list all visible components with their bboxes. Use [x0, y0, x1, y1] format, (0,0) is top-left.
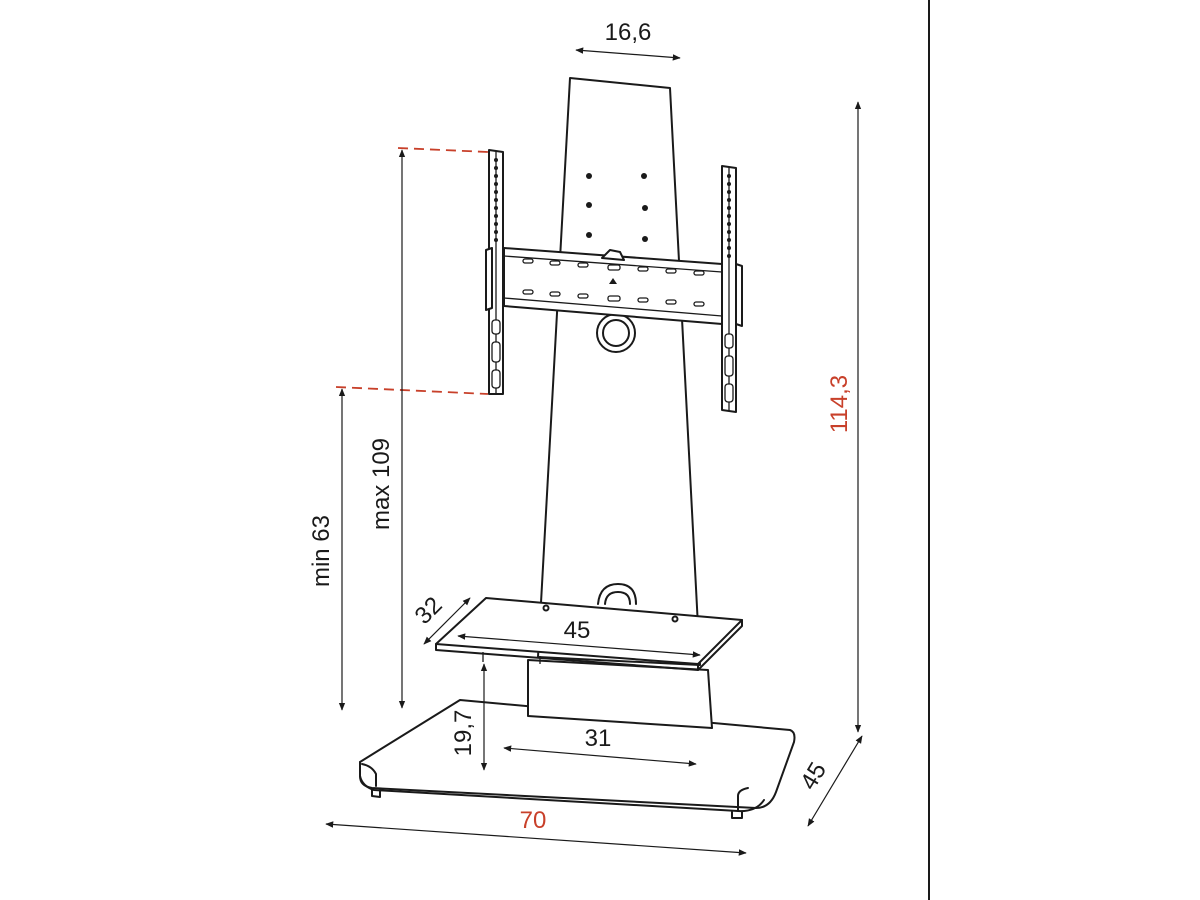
dim-base-width: 70: [325, 807, 747, 856]
dim-base-depth: 45: [795, 735, 863, 827]
upper-reference-dashed-line: [397, 147, 489, 153]
column-body: [537, 77, 701, 666]
dim-top-width-label: 16,6: [605, 19, 652, 46]
lower-reference-dashed-line: [335, 386, 489, 395]
vesa-arm-right: [721, 165, 743, 413]
dim-total-height-label: 114,3: [826, 375, 853, 433]
dim-base-width-label: 70: [520, 807, 547, 834]
dim-top-width: 16,6: [575, 19, 681, 61]
dim-max-height: max 109: [368, 149, 406, 709]
dim-shelf-width: 45: [457, 617, 701, 658]
dim-min-height: min 63: [308, 388, 346, 711]
dim-column-width-label: 31: [585, 725, 612, 752]
arrow-up-icon: [609, 278, 617, 284]
vesa-bracket-plate: [503, 247, 723, 325]
dim-shelf-depth-label: 32: [410, 592, 448, 630]
dim-max-height-label: max 109: [368, 438, 395, 530]
dim-shelf-width-label: 45: [564, 617, 591, 644]
dim-base-depth-label: 45: [795, 758, 832, 795]
column-lower: [527, 659, 713, 729]
dim-shelf-height-label: 19,7: [450, 710, 477, 757]
dim-shelf-height: 19,7: [450, 663, 488, 771]
dim-column-width: 31: [503, 725, 697, 767]
dim-total-height: 114,3: [826, 101, 862, 733]
vesa-arm-left: [485, 149, 504, 395]
dim-min-height-label: min 63: [308, 515, 335, 587]
